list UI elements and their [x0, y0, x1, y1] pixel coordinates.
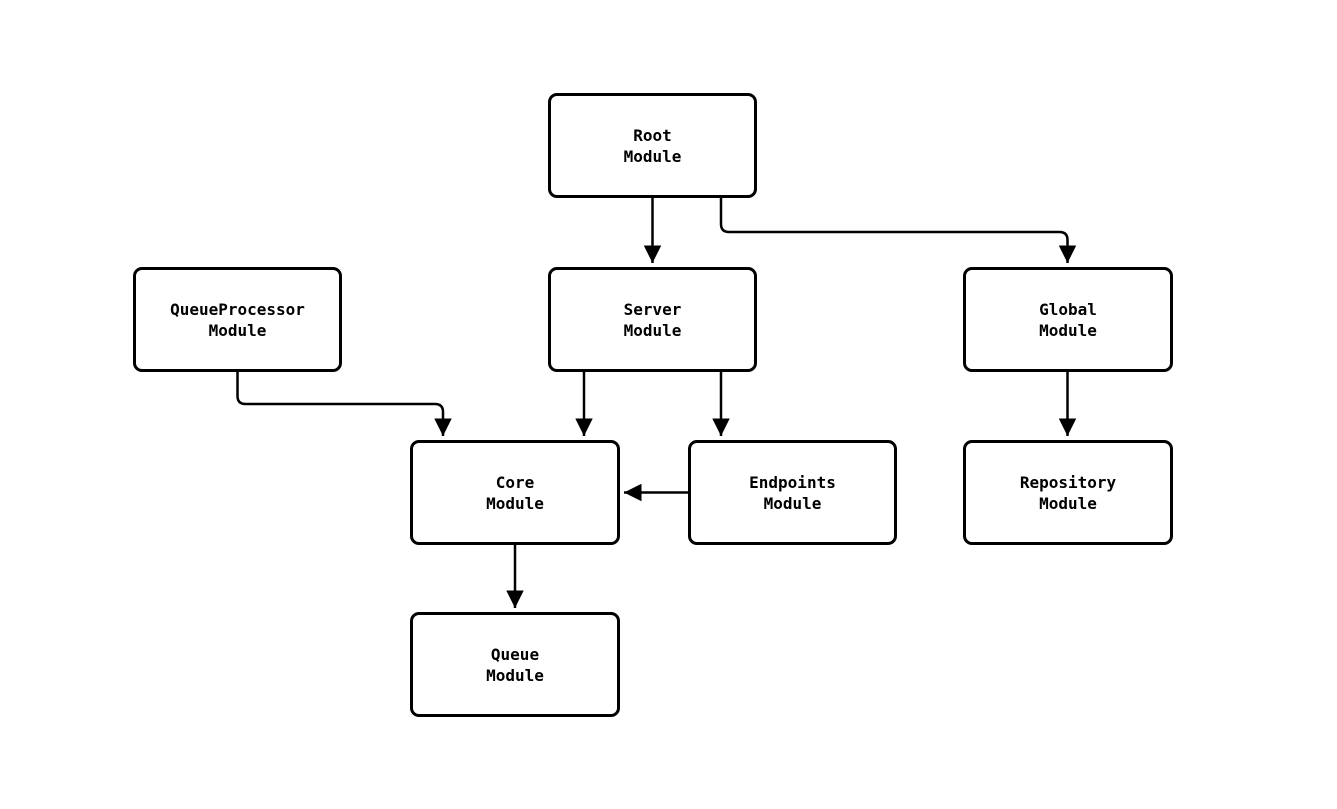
- node-root-module: Root Module: [548, 93, 757, 198]
- node-global-module: Global Module: [963, 267, 1173, 372]
- node-label-line: Repository: [1019, 472, 1117, 492]
- node-label-line: Module: [1039, 320, 1097, 340]
- node-label-line: Module: [486, 665, 544, 685]
- node-label-line: Global: [1039, 299, 1097, 319]
- node-label-line: Root: [633, 125, 672, 145]
- node-label-line: QueueProcessor: [170, 299, 305, 319]
- node-queueprocessor-module: QueueProcessor Module: [133, 267, 342, 372]
- edge-queueprocessor-to-core: [236, 372, 452, 436]
- node-label-line: Module: [486, 493, 544, 513]
- node-core-module: Core Module: [410, 440, 620, 545]
- node-label-line: Module: [1039, 493, 1097, 513]
- node-label-line: Module: [623, 146, 682, 166]
- node-repository-module: Repository Module: [963, 440, 1173, 545]
- node-label-line: Module: [763, 493, 822, 513]
- edge-root-to-global: [719, 198, 1077, 263]
- node-server-module: Server Module: [548, 267, 757, 372]
- node-label-line: Core: [495, 472, 535, 492]
- node-label-line: Endpoints: [749, 472, 836, 492]
- node-queue-module: Queue Module: [410, 612, 620, 717]
- node-label-line: Module: [208, 320, 267, 340]
- node-endpoints-module: Endpoints Module: [688, 440, 897, 545]
- node-label-line: Server: [623, 299, 682, 319]
- node-label-line: Queue: [490, 644, 540, 664]
- node-label-line: Module: [623, 320, 682, 340]
